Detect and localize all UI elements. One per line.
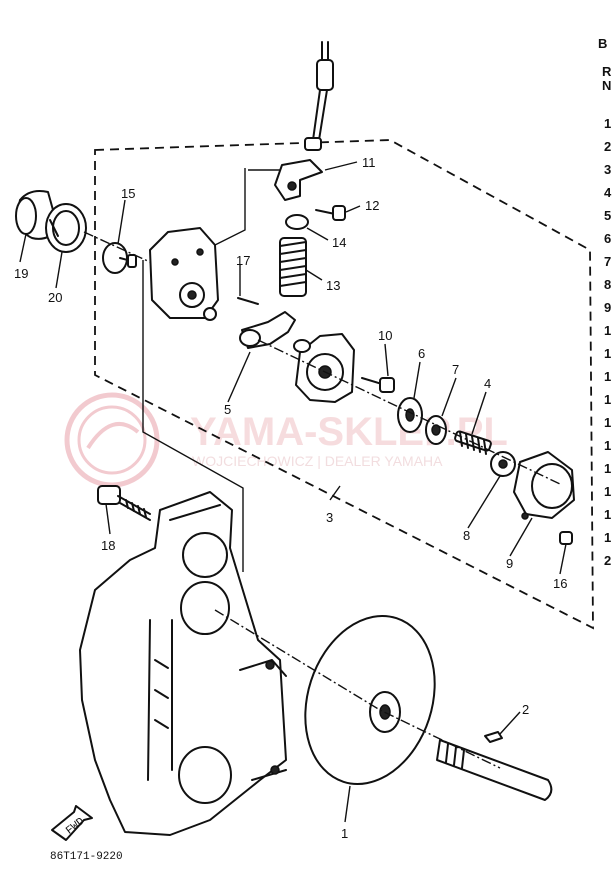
side-row: 1: [604, 484, 611, 499]
watermark: YAMA-SKLEP.PL WOJCIECHOWICZ | DEALER YAM…: [64, 392, 508, 488]
callout-7: 7: [452, 362, 459, 377]
shaft: [436, 739, 553, 801]
callout-10: 10: [378, 328, 392, 343]
watermark-brand: YAMA-SKLEP.PL: [190, 410, 508, 454]
cover-part-9: [513, 451, 575, 520]
callout-13: 13: [326, 278, 340, 293]
screw-part-16: [559, 531, 573, 545]
leader-lines: [19, 161, 567, 823]
assembly-boundary: [94, 139, 594, 630]
key-part-2: [484, 731, 503, 743]
callout-5: 5: [224, 402, 231, 417]
callouts: 11 12 14 13 15 17 5 10 6 7 4 8 9 16 3 18…: [14, 155, 567, 841]
side-row: 1: [604, 392, 611, 407]
side-row: 7: [604, 254, 611, 269]
callout-4: 4: [484, 376, 491, 391]
side-row: 1: [604, 507, 611, 522]
cover-housing: [149, 227, 219, 321]
housing-bracket: [142, 260, 244, 572]
callout-1: 1: [341, 826, 348, 841]
side-row: 1: [604, 438, 611, 453]
callout-16: 16: [553, 576, 567, 591]
side-row: 1: [604, 530, 611, 545]
side-row: 8: [604, 277, 611, 292]
callout-15: 15: [121, 186, 135, 201]
main-housing: [79, 491, 287, 836]
side-row: 1: [604, 369, 611, 384]
cap-part-20: [45, 203, 87, 253]
pin-part-17: [237, 297, 259, 305]
lever-part-5: [239, 311, 296, 349]
side-row: 2: [604, 553, 611, 568]
screw-part-10: [361, 377, 395, 393]
callout-11: 11: [362, 155, 376, 170]
callout-8: 8: [463, 528, 470, 543]
governor-housing: [293, 333, 355, 403]
impeller-part-1: [304, 614, 436, 786]
side-column: B R N 1 2 3 4 5 6 7 8 9 1 1 1 1 1 1 1 1 …: [598, 36, 612, 568]
callout-12: 12: [365, 198, 379, 213]
screw-part-12: [315, 205, 346, 221]
side-row: 5: [604, 208, 611, 223]
callout-9: 9: [506, 556, 513, 571]
side-row: 4: [604, 185, 612, 200]
cable-assembly: [304, 41, 334, 151]
side-row: 9: [604, 300, 611, 315]
side-sub-1: R: [602, 64, 612, 79]
side-row: 1: [604, 116, 611, 131]
washer-part-7: [425, 415, 447, 445]
side-sub-2: N: [602, 78, 611, 93]
spring-part-13: [279, 237, 307, 297]
axis-line-left: [83, 231, 151, 263]
callout-20: 20: [48, 290, 62, 305]
side-row: 6: [604, 231, 611, 246]
ring-part-14: [285, 214, 309, 230]
side-row: 2: [604, 139, 611, 154]
bracket-part-11: [274, 159, 323, 201]
side-row: 3: [604, 162, 611, 177]
bolt-part-18: [97, 485, 151, 521]
side-row: 1: [604, 323, 611, 338]
callout-6: 6: [418, 346, 425, 361]
side-header: B: [598, 36, 607, 51]
callout-3: 3: [326, 510, 333, 525]
cap-bracket: [204, 168, 246, 251]
pin-part-15: [102, 242, 137, 274]
plate-part-8: [490, 451, 516, 477]
side-row: 1: [604, 461, 611, 476]
callout-2: 2: [522, 702, 529, 717]
drawing-code: 86T171-9220: [50, 851, 123, 863]
side-row: 1: [604, 415, 611, 430]
fwd-arrow-icon: FWD: [51, 805, 93, 841]
washer-part-6: [397, 397, 423, 433]
axis-line-upper: [257, 339, 561, 485]
callout-17: 17: [236, 253, 250, 268]
callout-14: 14: [332, 235, 346, 250]
side-row: 1: [604, 346, 611, 361]
watermark-subtitle: WOJCIECHOWICZ | DEALER YAMAHA: [192, 453, 443, 469]
callout-19: 19: [14, 266, 28, 281]
callout-18: 18: [101, 538, 115, 553]
